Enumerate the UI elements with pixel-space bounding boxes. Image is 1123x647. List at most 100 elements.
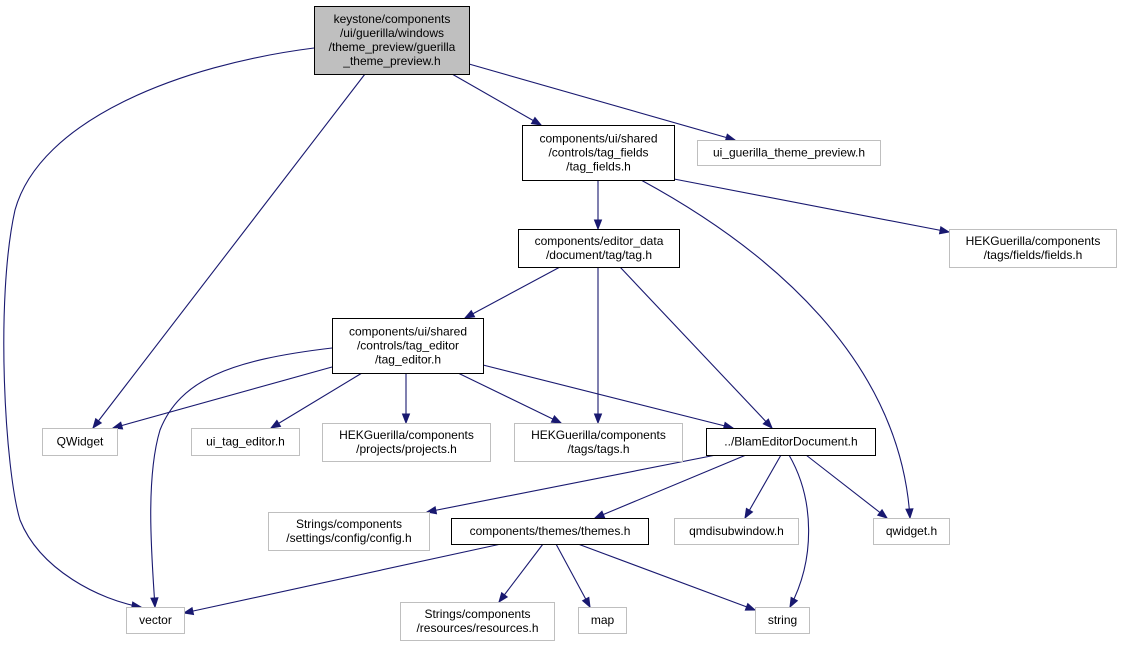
- arrowhead: [269, 419, 282, 429]
- arrowhead: [724, 133, 737, 142]
- node-box: [578, 607, 627, 634]
- edge-root-to-vector: [3, 47, 315, 610]
- node-label-line: /settings/config/config.h: [286, 531, 411, 545]
- node-label-line: /tags/tags.h: [567, 442, 629, 456]
- node-label-line: QWidget: [57, 435, 104, 449]
- arrowhead: [463, 309, 476, 319]
- edge-tag_editor-to-ui_tag_editor: [269, 372, 363, 429]
- node-box: [42, 428, 118, 456]
- edge-tag_fields-to-qwidget_h: [640, 179, 914, 520]
- node-box: [873, 518, 950, 545]
- node-tag_fields[interactable]: components/ui/shared/controls/tag_fields…: [522, 125, 675, 181]
- node-label-line: /tags/fields/fields.h: [984, 248, 1083, 262]
- node-themes[interactable]: components/themes/themes.h: [451, 518, 649, 545]
- arrowhead: [593, 413, 603, 425]
- node-qwidget_h[interactable]: qwidget.h: [873, 518, 950, 545]
- node-label-line: ui_guerilla_theme_preview.h: [713, 146, 865, 160]
- node-projects[interactable]: HEKGuerilla/components/projects/projects…: [322, 423, 491, 462]
- node-label-line: Strings/components: [424, 607, 530, 621]
- node-label-line: /tag_fields.h: [566, 160, 631, 174]
- node-ui_guerilla_theme_preview[interactable]: ui_guerilla_theme_preview.h: [697, 140, 881, 166]
- edge-BlamEditorDocument-to-qmdisubwindow: [744, 454, 782, 520]
- node-box: [522, 125, 675, 181]
- node-box: [514, 423, 683, 462]
- node-config[interactable]: Strings/components/settings/config/confi…: [268, 512, 430, 551]
- edge-tag_fields-to-tag: [593, 180, 603, 231]
- node-fields[interactable]: HEKGuerilla/components/tags/fields/field…: [949, 229, 1117, 268]
- edge-tag_editor-to-vector: [150, 347, 333, 609]
- node-label-line: map: [591, 613, 615, 627]
- node-vector[interactable]: vector: [126, 607, 185, 634]
- node-string[interactable]: string: [755, 607, 810, 634]
- arrowhead: [111, 421, 124, 430]
- node-label-line: keystone/components: [334, 12, 451, 26]
- node-box: [268, 512, 430, 551]
- node-label-line: /document/tag/tag.h: [546, 248, 652, 262]
- arrowhead: [762, 418, 773, 430]
- node-label-line: ../BlamEditorDocument.h: [724, 435, 857, 449]
- node-label-line: /controls/tag_fields: [548, 146, 648, 160]
- node-label-line: vector: [139, 613, 172, 627]
- node-tag[interactable]: components/editor_data/document/tag/tag.…: [518, 229, 680, 268]
- arrowhead: [593, 219, 603, 231]
- node-QWidget[interactable]: QWidget: [42, 428, 118, 456]
- node-label-line: /resources/resources.h: [416, 621, 538, 635]
- edge-themes-to-resources: [498, 543, 544, 604]
- node-box: [191, 428, 300, 456]
- node-box: [949, 229, 1117, 268]
- node-label-line: qmdisubwindow.h: [689, 524, 784, 538]
- node-label-line: _theme_preview.h: [342, 54, 440, 68]
- arrowhead: [876, 508, 889, 519]
- edge-root-to-tag_fields: [451, 73, 543, 126]
- edge-BlamEditorDocument-to-themes: [593, 454, 747, 519]
- arrowhead: [530, 116, 543, 126]
- node-box: [697, 140, 881, 166]
- node-ui_tag_editor[interactable]: ui_tag_editor.h: [191, 428, 300, 456]
- node-tags[interactable]: HEKGuerilla/components/tags/tags.h: [514, 423, 683, 462]
- node-label-line: HEKGuerilla/components: [966, 234, 1101, 248]
- edge-root-to-QWidget: [92, 73, 366, 430]
- edge-tag_editor-to-BlamEditorDocument: [482, 364, 735, 430]
- node-qmdisubwindow[interactable]: qmdisubwindow.h: [674, 518, 799, 545]
- node-map[interactable]: map: [578, 607, 627, 634]
- node-label-line: string: [768, 613, 797, 627]
- node-box: [518, 229, 680, 268]
- nodes-layer: keystone/components/ui/guerilla/windows /…: [42, 6, 1117, 641]
- node-label-line: /ui/guerilla/windows: [340, 26, 444, 40]
- node-label-line: components/ui/shared: [349, 325, 467, 339]
- node-box: [706, 428, 876, 456]
- edge-BlamEditorDocument-to-qwidget_h: [805, 454, 889, 519]
- arrowhead: [182, 606, 195, 616]
- node-label-line: components/editor_data: [535, 234, 664, 248]
- node-label-line: HEKGuerilla/components: [531, 428, 666, 442]
- arrowhead: [938, 226, 951, 235]
- node-box: [451, 518, 649, 545]
- arrowhead: [92, 417, 103, 430]
- arrowhead: [744, 602, 757, 611]
- arrowhead: [789, 596, 799, 609]
- edge-tag-to-tag_editor: [463, 266, 561, 319]
- node-label-line: /tag_editor.h: [375, 353, 441, 367]
- arrowhead: [550, 415, 563, 424]
- arrowhead: [581, 596, 591, 609]
- edge-themes-to-string: [577, 543, 757, 611]
- edge-tag-to-BlamEditorDocument: [619, 266, 773, 430]
- edge-BlamEditorDocument-to-config: [425, 454, 717, 515]
- node-label-line: qwidget.h: [886, 524, 937, 538]
- arrowhead: [425, 506, 438, 515]
- node-root[interactable]: keystone/components/ui/guerilla/windows/…: [314, 6, 470, 75]
- node-label-line: components/themes/themes.h: [470, 524, 631, 538]
- arrowhead: [150, 597, 159, 609]
- node-label-line: HEKGuerilla/components: [339, 428, 474, 442]
- node-box: [674, 518, 799, 545]
- node-tag_editor[interactable]: components/ui/shared/controls/tag_editor…: [332, 318, 484, 374]
- node-box: [332, 318, 484, 374]
- node-resources[interactable]: Strings/components/resources/resources.h: [400, 602, 555, 641]
- arrowhead: [905, 508, 914, 520]
- edge-tag_editor-to-tags: [457, 372, 563, 424]
- edge-tag_editor-to-projects: [401, 373, 411, 425]
- node-BlamEditorDocument[interactable]: ../BlamEditorDocument.h: [706, 428, 876, 456]
- arrowhead: [593, 510, 606, 519]
- node-label-line: ui_tag_editor.h: [206, 435, 285, 449]
